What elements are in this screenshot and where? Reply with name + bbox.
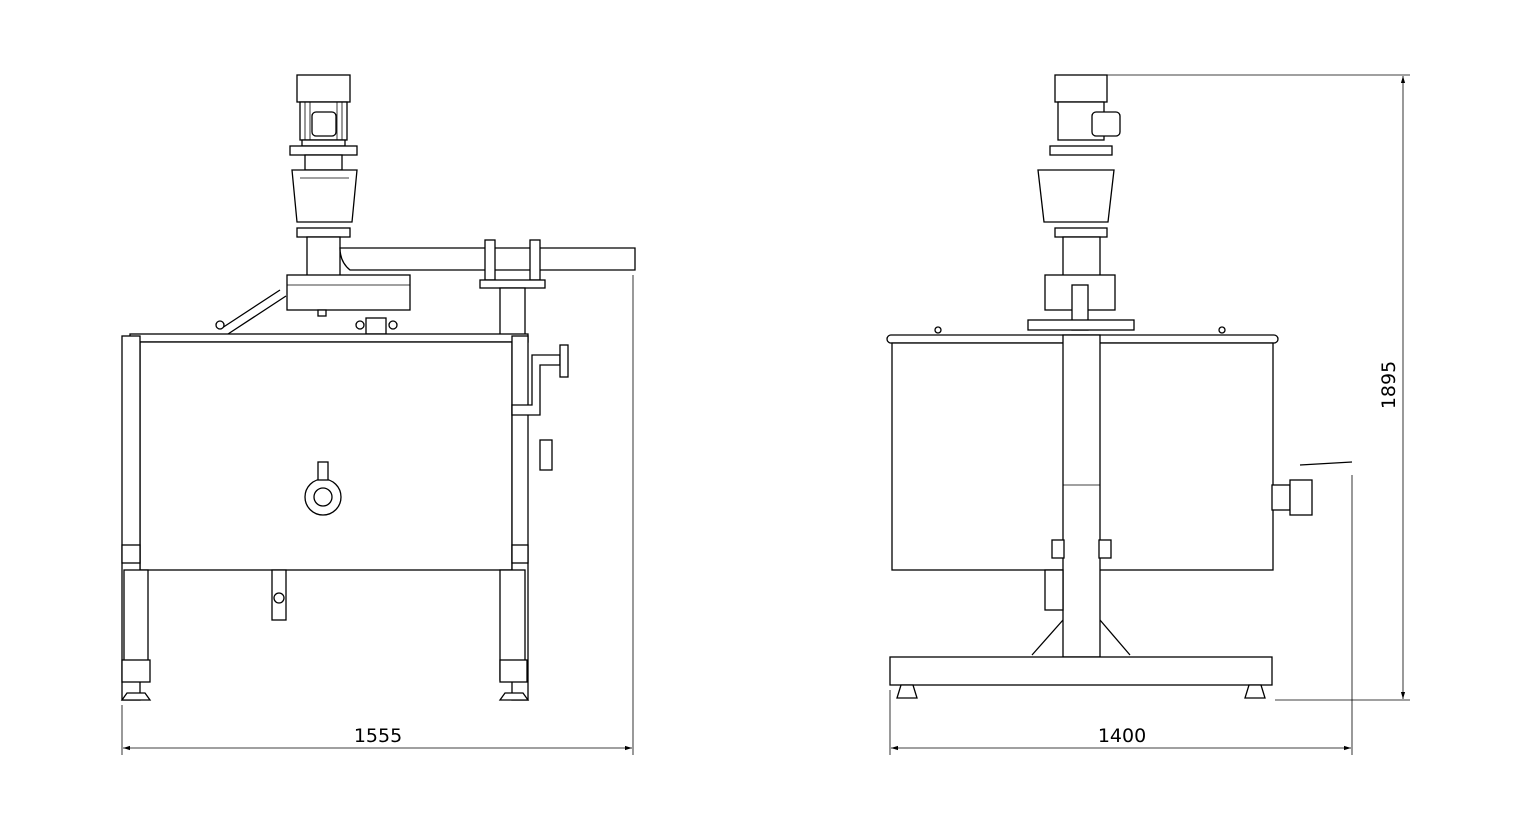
dimension-label-1555: 1555 [354,725,402,747]
dimension-label-1400: 1400 [1098,725,1146,747]
motor [289,74,358,278]
front-view: 1555 [120,74,636,755]
tank-front [120,317,569,701]
agitator-arm-pipe [339,239,636,336]
dimension-width-side: 1400 [889,475,1353,755]
motor-side [1037,74,1121,331]
tank-side [886,319,1353,699]
dimension-height: 1895 [1107,74,1410,701]
dimension-label-1895: 1895 [1378,361,1400,409]
dimension-width-front: 1555 [121,275,634,755]
gearbox-mount [221,274,411,335]
side-view: 1400 1895 [886,74,1410,755]
